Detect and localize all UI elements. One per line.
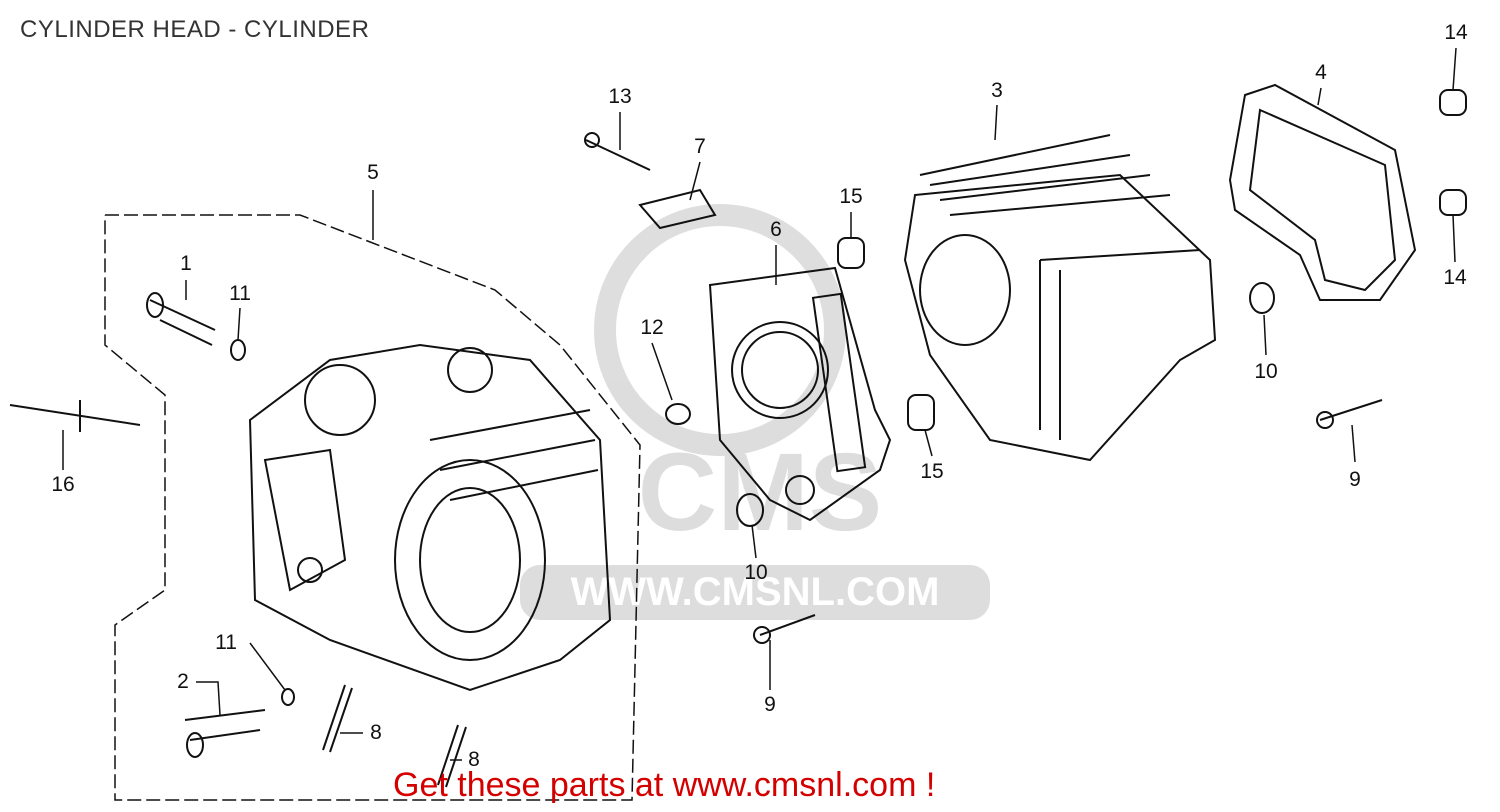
- part-label-6: 6: [770, 218, 782, 241]
- assembly-boundary: [104, 214, 641, 801]
- part-label-3: 3: [991, 79, 1003, 102]
- part-label-2: 2: [177, 670, 189, 693]
- part-label-10: 10: [1254, 360, 1278, 383]
- part-label-7: 7: [694, 135, 706, 158]
- part-label-14: 14: [1443, 266, 1467, 289]
- shop-link-banner[interactable]: Get these parts at www.cmsnl.com !: [393, 766, 936, 804]
- part-label-15: 15: [839, 185, 863, 208]
- diagram-title: CYLINDER HEAD - CYLINDER: [20, 16, 370, 43]
- base-gasket-part: [1228, 83, 1417, 301]
- part-label-9: 9: [1349, 468, 1361, 491]
- part-label-12: 12: [640, 316, 664, 339]
- part-label-8: 8: [468, 748, 480, 771]
- cylinder-part: [903, 134, 1217, 462]
- svg-text:CMS: CMS: [638, 431, 882, 554]
- part-label-5: 5: [367, 161, 379, 184]
- cylinder-head-part: [248, 343, 612, 692]
- part-label-1: 1: [180, 252, 192, 275]
- part-label-15: 15: [920, 460, 944, 483]
- part-label-13: 13: [608, 85, 632, 108]
- leader-lines: [62, 47, 1457, 761]
- part-label-9: 9: [764, 693, 776, 716]
- watermark-logo: WWW.CMSNL.COM CMS: [520, 204, 990, 620]
- part-label-16: 16: [51, 473, 75, 496]
- part-label-11: 11: [229, 282, 251, 305]
- part-label-11: 11: [215, 631, 237, 654]
- part-label-14: 14: [1444, 21, 1468, 44]
- svg-text:WWW.CMSNL.COM: WWW.CMSNL.COM: [571, 570, 940, 614]
- part-label-4: 4: [1315, 61, 1327, 84]
- head-gasket-part: [708, 266, 892, 522]
- part-label-8: 8: [370, 721, 382, 744]
- part-label-10: 10: [744, 561, 768, 584]
